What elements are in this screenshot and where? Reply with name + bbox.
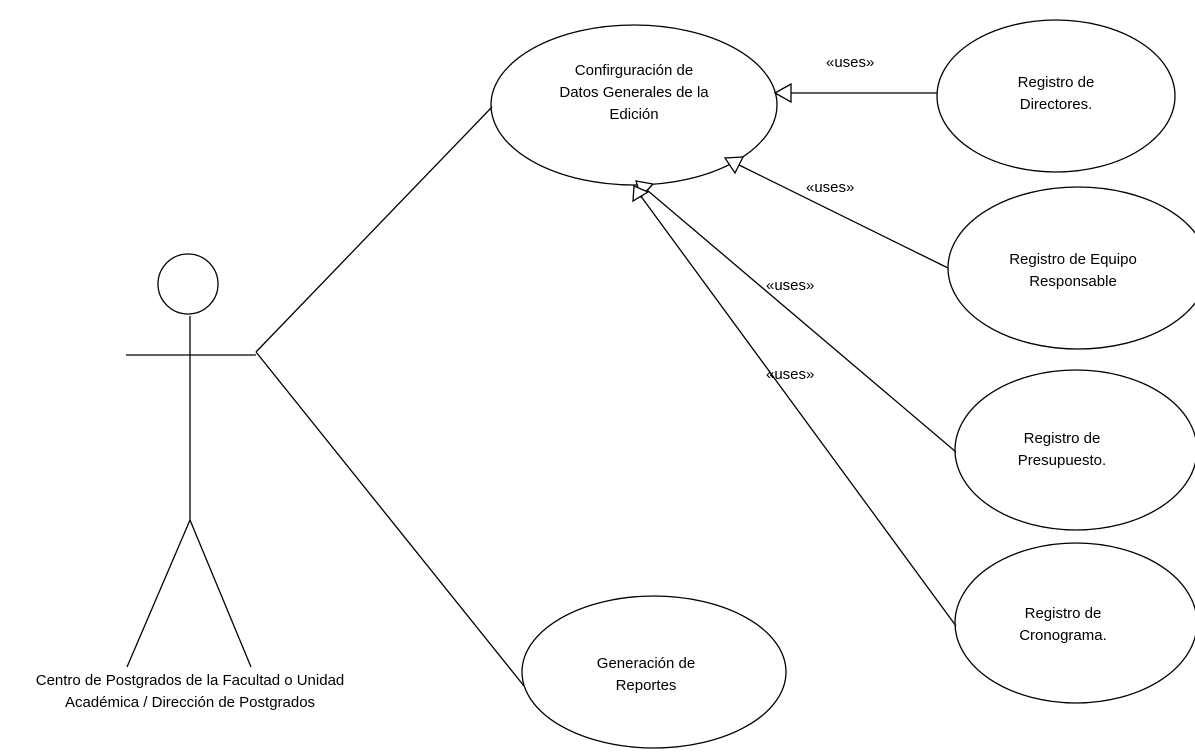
stereotype-uses-cronograma: «uses» [766,366,815,383]
usecase-configuracion-ellipse[interactable] [490,24,778,186]
usecase-cronograma-label: Registro de Cronograma. [1019,605,1107,644]
usecase-presupuesto-ellipse[interactable] [954,369,1195,531]
association-actor-configuracion [255,106,493,353]
stereotype-uses-equipo: «uses» [806,179,855,196]
stereotype-uses-directores: «uses» [826,54,875,71]
relation-equipo-configuracion [723,156,949,269]
actor-right-leg [189,519,252,668]
usecase-cronograma-ellipse[interactable] [954,542,1195,704]
actor-label: Centro de Postgrados de la Facultad o Un… [35,672,345,711]
actor-left-leg [126,519,191,668]
hollow-arrowhead-icon [723,156,745,175]
hollow-arrowhead-icon [632,185,650,203]
association-actor-reportes [255,351,525,687]
relation-cronograma-configuracion [632,185,957,627]
usecase-directores-label: Registro de Directores. [1017,74,1095,113]
relation-directores-configuracion [773,82,937,104]
stereotype-uses-presupuesto: «uses» [766,277,815,294]
usecase-reportes-ellipse[interactable] [521,595,787,749]
relation-presupuesto-configuracion [635,180,957,453]
usecase-configuracion-label: Confirguración de Datos Generales de la … [559,62,709,123]
usecase-presupuesto-label: Registro de Presupuesto. [1017,430,1107,469]
usecase-equipo-label: Registro de Equipo Responsable [1009,251,1137,290]
actor-head [157,253,219,315]
hollow-arrowhead-icon [773,82,792,104]
actor-figure [126,253,256,668]
usecase-reportes-label: Generación de Reportes [596,655,696,694]
usecase-directores-ellipse[interactable] [936,19,1176,173]
